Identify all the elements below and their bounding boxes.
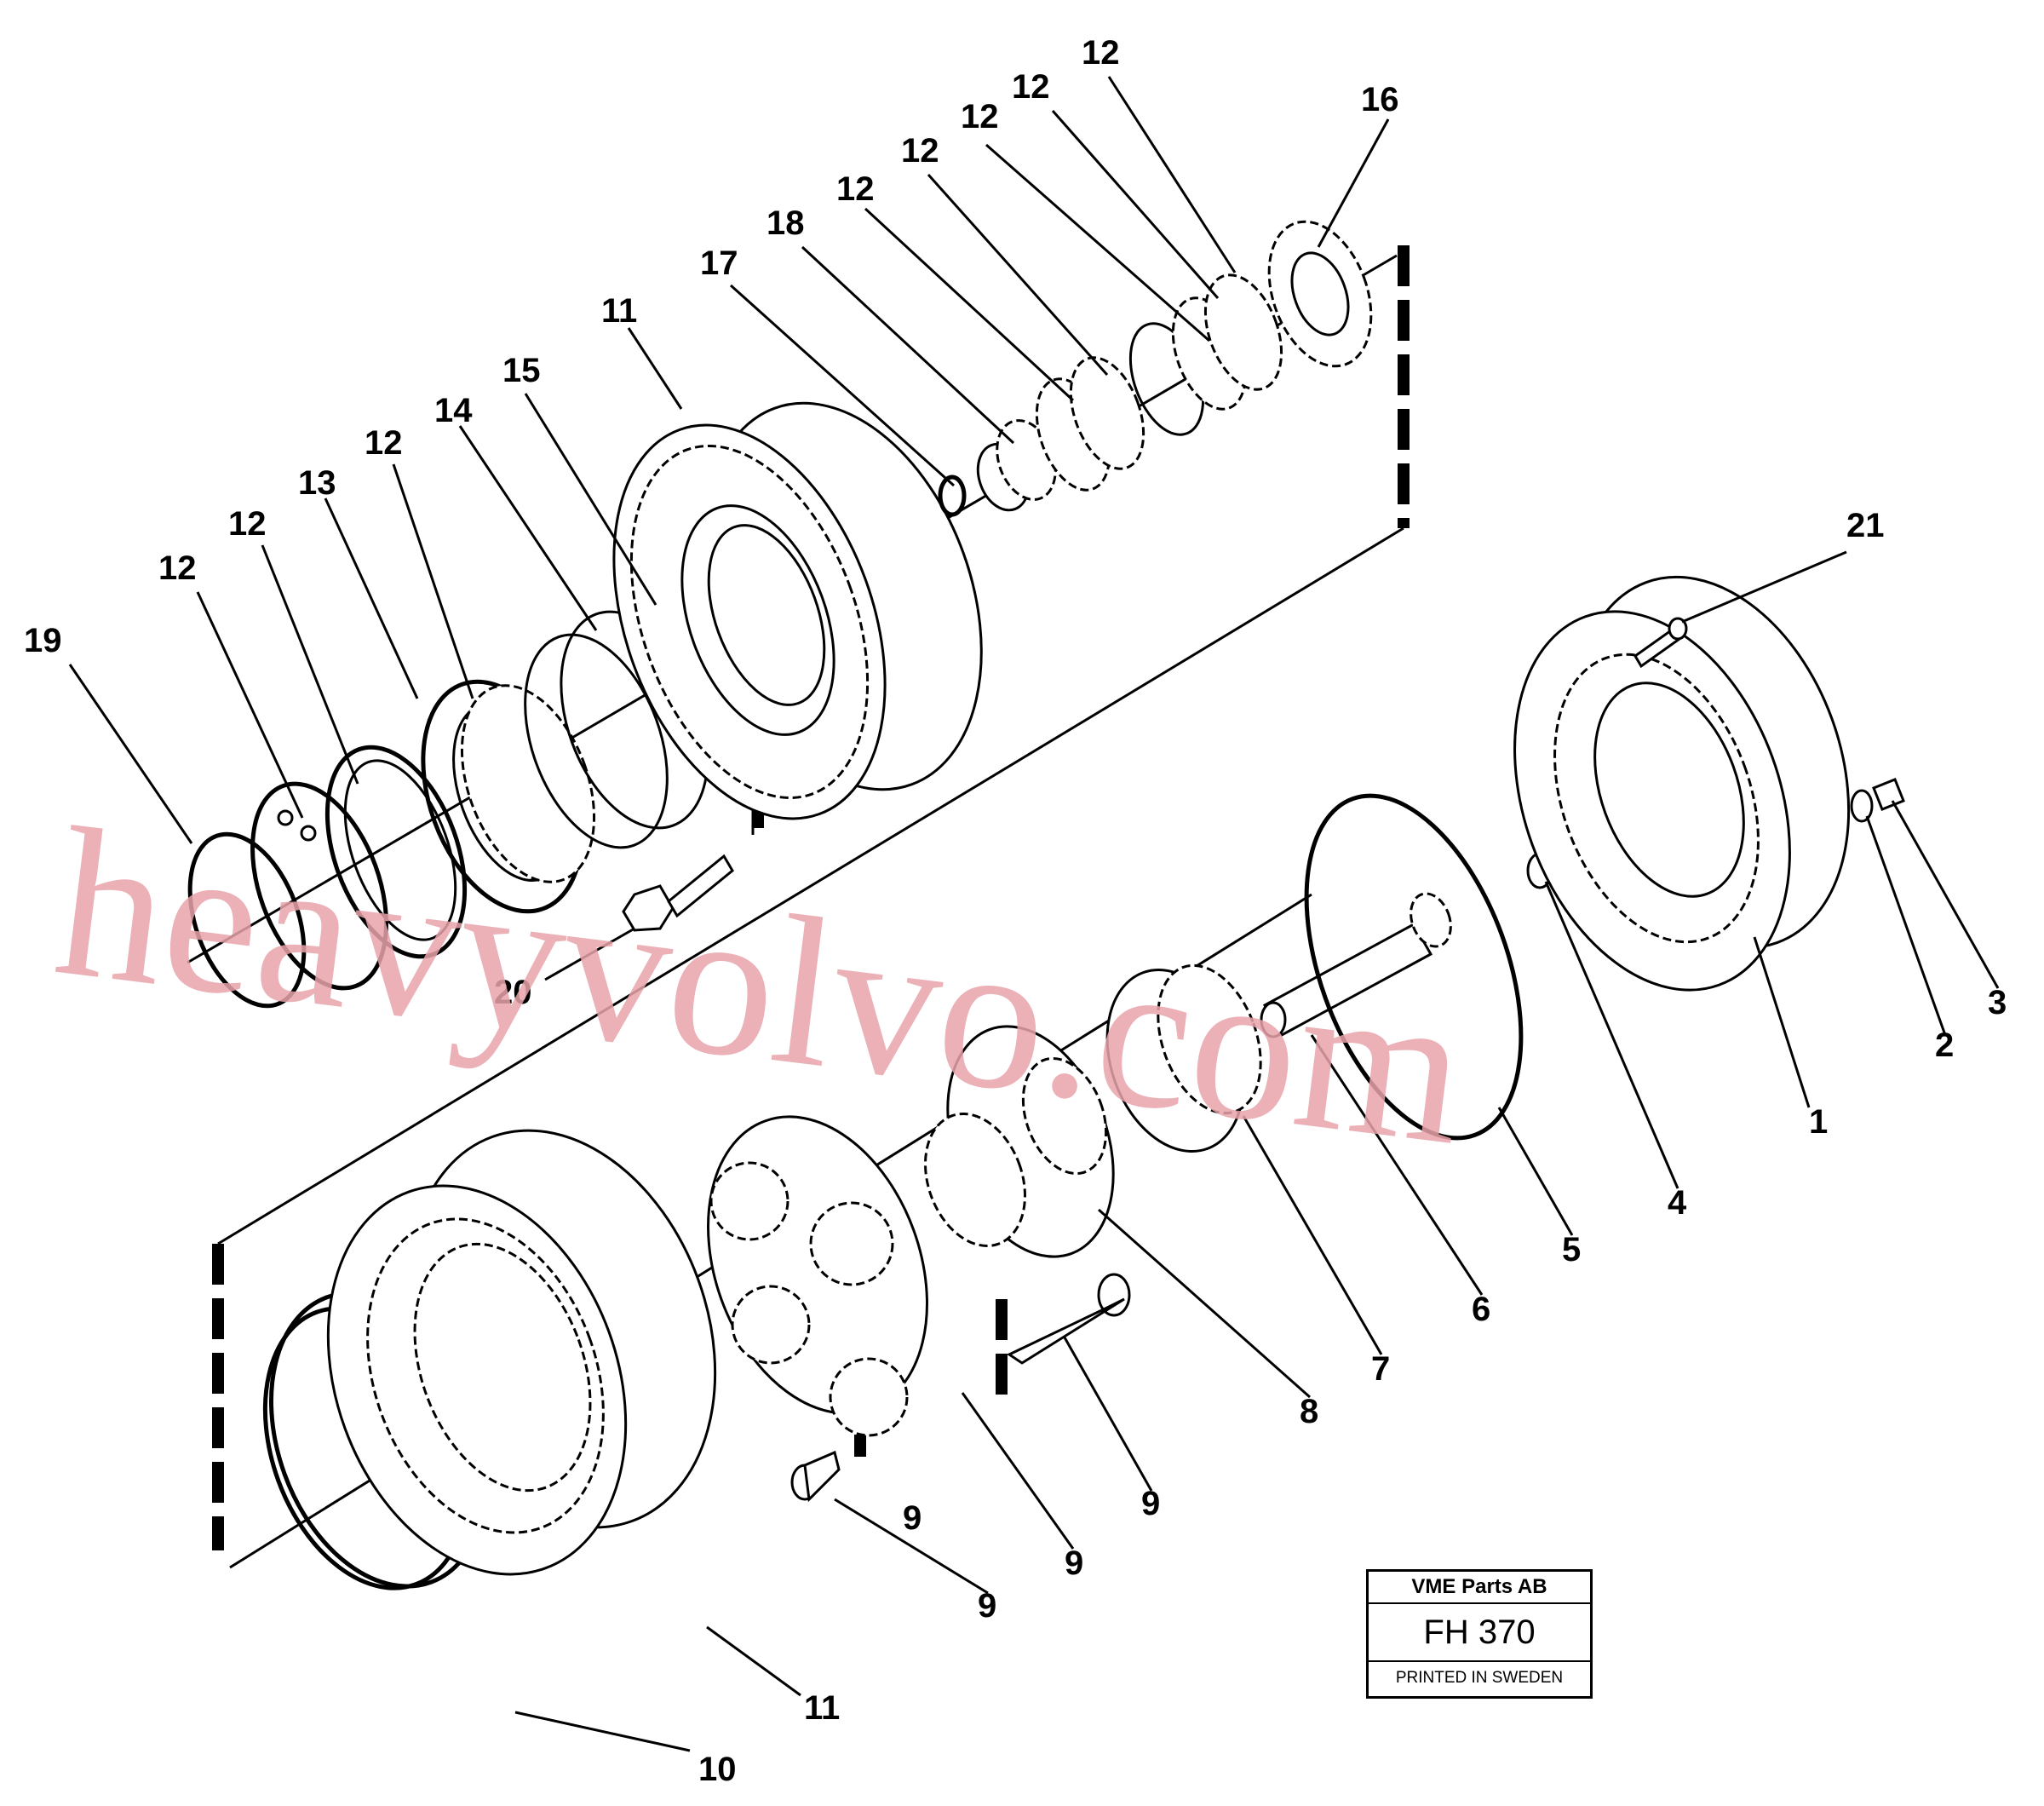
callout-11: 11 [601, 292, 637, 330]
callout-6: 6 [1472, 1291, 1490, 1328]
callout-18: 18 [766, 204, 805, 242]
callout-9: 9 [903, 1499, 922, 1537]
snap-ring-19 [187, 831, 307, 1009]
callout-9: 9 [1141, 1485, 1160, 1522]
shaft-6 [1260, 892, 1452, 1038]
bolt-20 [622, 854, 734, 932]
callout-9: 9 [978, 1587, 996, 1625]
o-ring-5 [1304, 793, 1524, 1141]
upper-assembly [187, 220, 1373, 1009]
bolt-9 [1006, 1273, 1131, 1365]
disc-12g [1203, 273, 1283, 391]
callout-14: 14 [434, 392, 473, 429]
callout-1: 1 [1809, 1103, 1828, 1141]
callout-7: 7 [1371, 1350, 1390, 1388]
stamp-code: FH 370 [1369, 1604, 1590, 1662]
plug-3 [1872, 778, 1905, 811]
callout-19: 19 [24, 622, 62, 659]
callout-12: 12 [228, 505, 267, 543]
callout-11: 11 [804, 1689, 840, 1727]
callout-13: 13 [298, 464, 336, 502]
callout-21: 21 [1846, 507, 1885, 544]
callout-17: 17 [700, 244, 738, 282]
leader-lines [68, 76, 2000, 1752]
callout-5: 5 [1562, 1231, 1581, 1268]
lower-assembly [262, 575, 1905, 1590]
callout-20: 20 [494, 974, 532, 1011]
seal-ring-12b [324, 745, 468, 959]
ring-12a [250, 781, 388, 991]
callout-9: 9 [1065, 1544, 1083, 1582]
o-ring-14 [524, 633, 669, 849]
callout-4: 4 [1668, 1184, 1687, 1222]
callout-3: 3 [1988, 984, 2007, 1021]
callout-10: 10 [698, 1751, 737, 1788]
thrust-washer-16 [1267, 220, 1373, 368]
callout-15: 15 [502, 352, 541, 389]
stamp-printed: PRINTED IN SWEDEN [1395, 1669, 1564, 1687]
callout-labels: 12 16 12 12 12 12 18 17 11 15 14 12 13 1… [24, 34, 2007, 1788]
callout-12: 12 [1012, 68, 1050, 106]
disc-12d [1069, 356, 1145, 470]
callout-12: 12 [158, 549, 197, 587]
callout-12: 12 [1082, 34, 1120, 72]
pin-9 [790, 1450, 841, 1503]
washer-2 [1850, 789, 1874, 823]
title-stamp: VME Parts AB FH 370 PRINTED IN SWEDEN [1366, 1569, 1593, 1699]
callout-12: 12 [961, 98, 999, 135]
callout-12: 12 [365, 424, 403, 462]
callout-2: 2 [1935, 1027, 1954, 1064]
stamp-company: VME Parts AB [1369, 1572, 1590, 1604]
callout-12: 12 [836, 170, 875, 208]
circlip-17 [938, 475, 967, 517]
callout-16: 16 [1361, 81, 1399, 118]
callout-8: 8 [1300, 1393, 1318, 1430]
callout-12: 12 [901, 132, 939, 170]
screw-21 [1633, 617, 1688, 669]
